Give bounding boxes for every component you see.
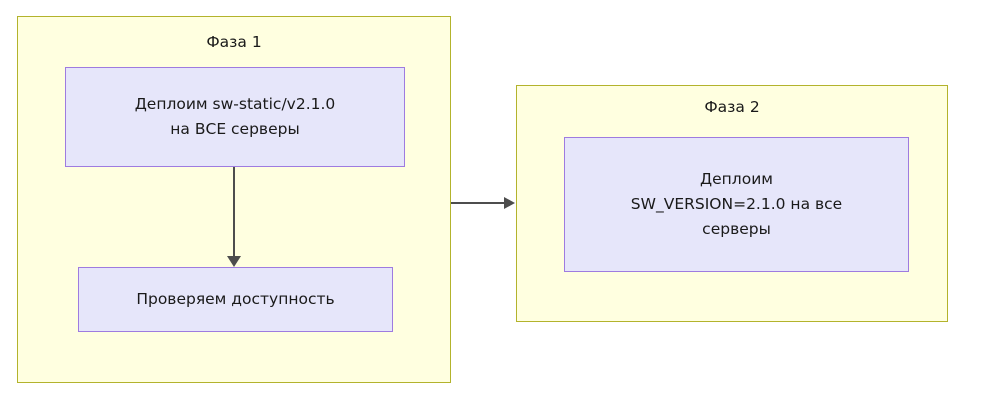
edge-phase1-to-phase2-line <box>451 202 506 204</box>
node-deploy-sw-version[interactable]: Деплоим SW_VERSION=2.1.0 на все серверы <box>564 137 909 272</box>
node-check-availability[interactable]: Проверяем доступность <box>78 267 393 332</box>
phase-1-container[interactable]: Фаза 1 Деплоим sw-static/v2.1.0 на ВСЕ с… <box>17 16 451 383</box>
edge-deploy-to-check-line <box>233 167 235 259</box>
phase-1-title: Фаза 1 <box>206 33 262 51</box>
phase-2-title: Фаза 2 <box>704 98 760 116</box>
phase-2-container[interactable]: Фаза 2 Деплоим SW_VERSION=2.1.0 на все с… <box>516 85 948 322</box>
arrowhead-right-icon <box>504 197 515 209</box>
node-deploy-sw-static[interactable]: Деплоим sw-static/v2.1.0 на ВСЕ серверы <box>65 67 405 167</box>
arrowhead-down-icon <box>227 256 241 267</box>
